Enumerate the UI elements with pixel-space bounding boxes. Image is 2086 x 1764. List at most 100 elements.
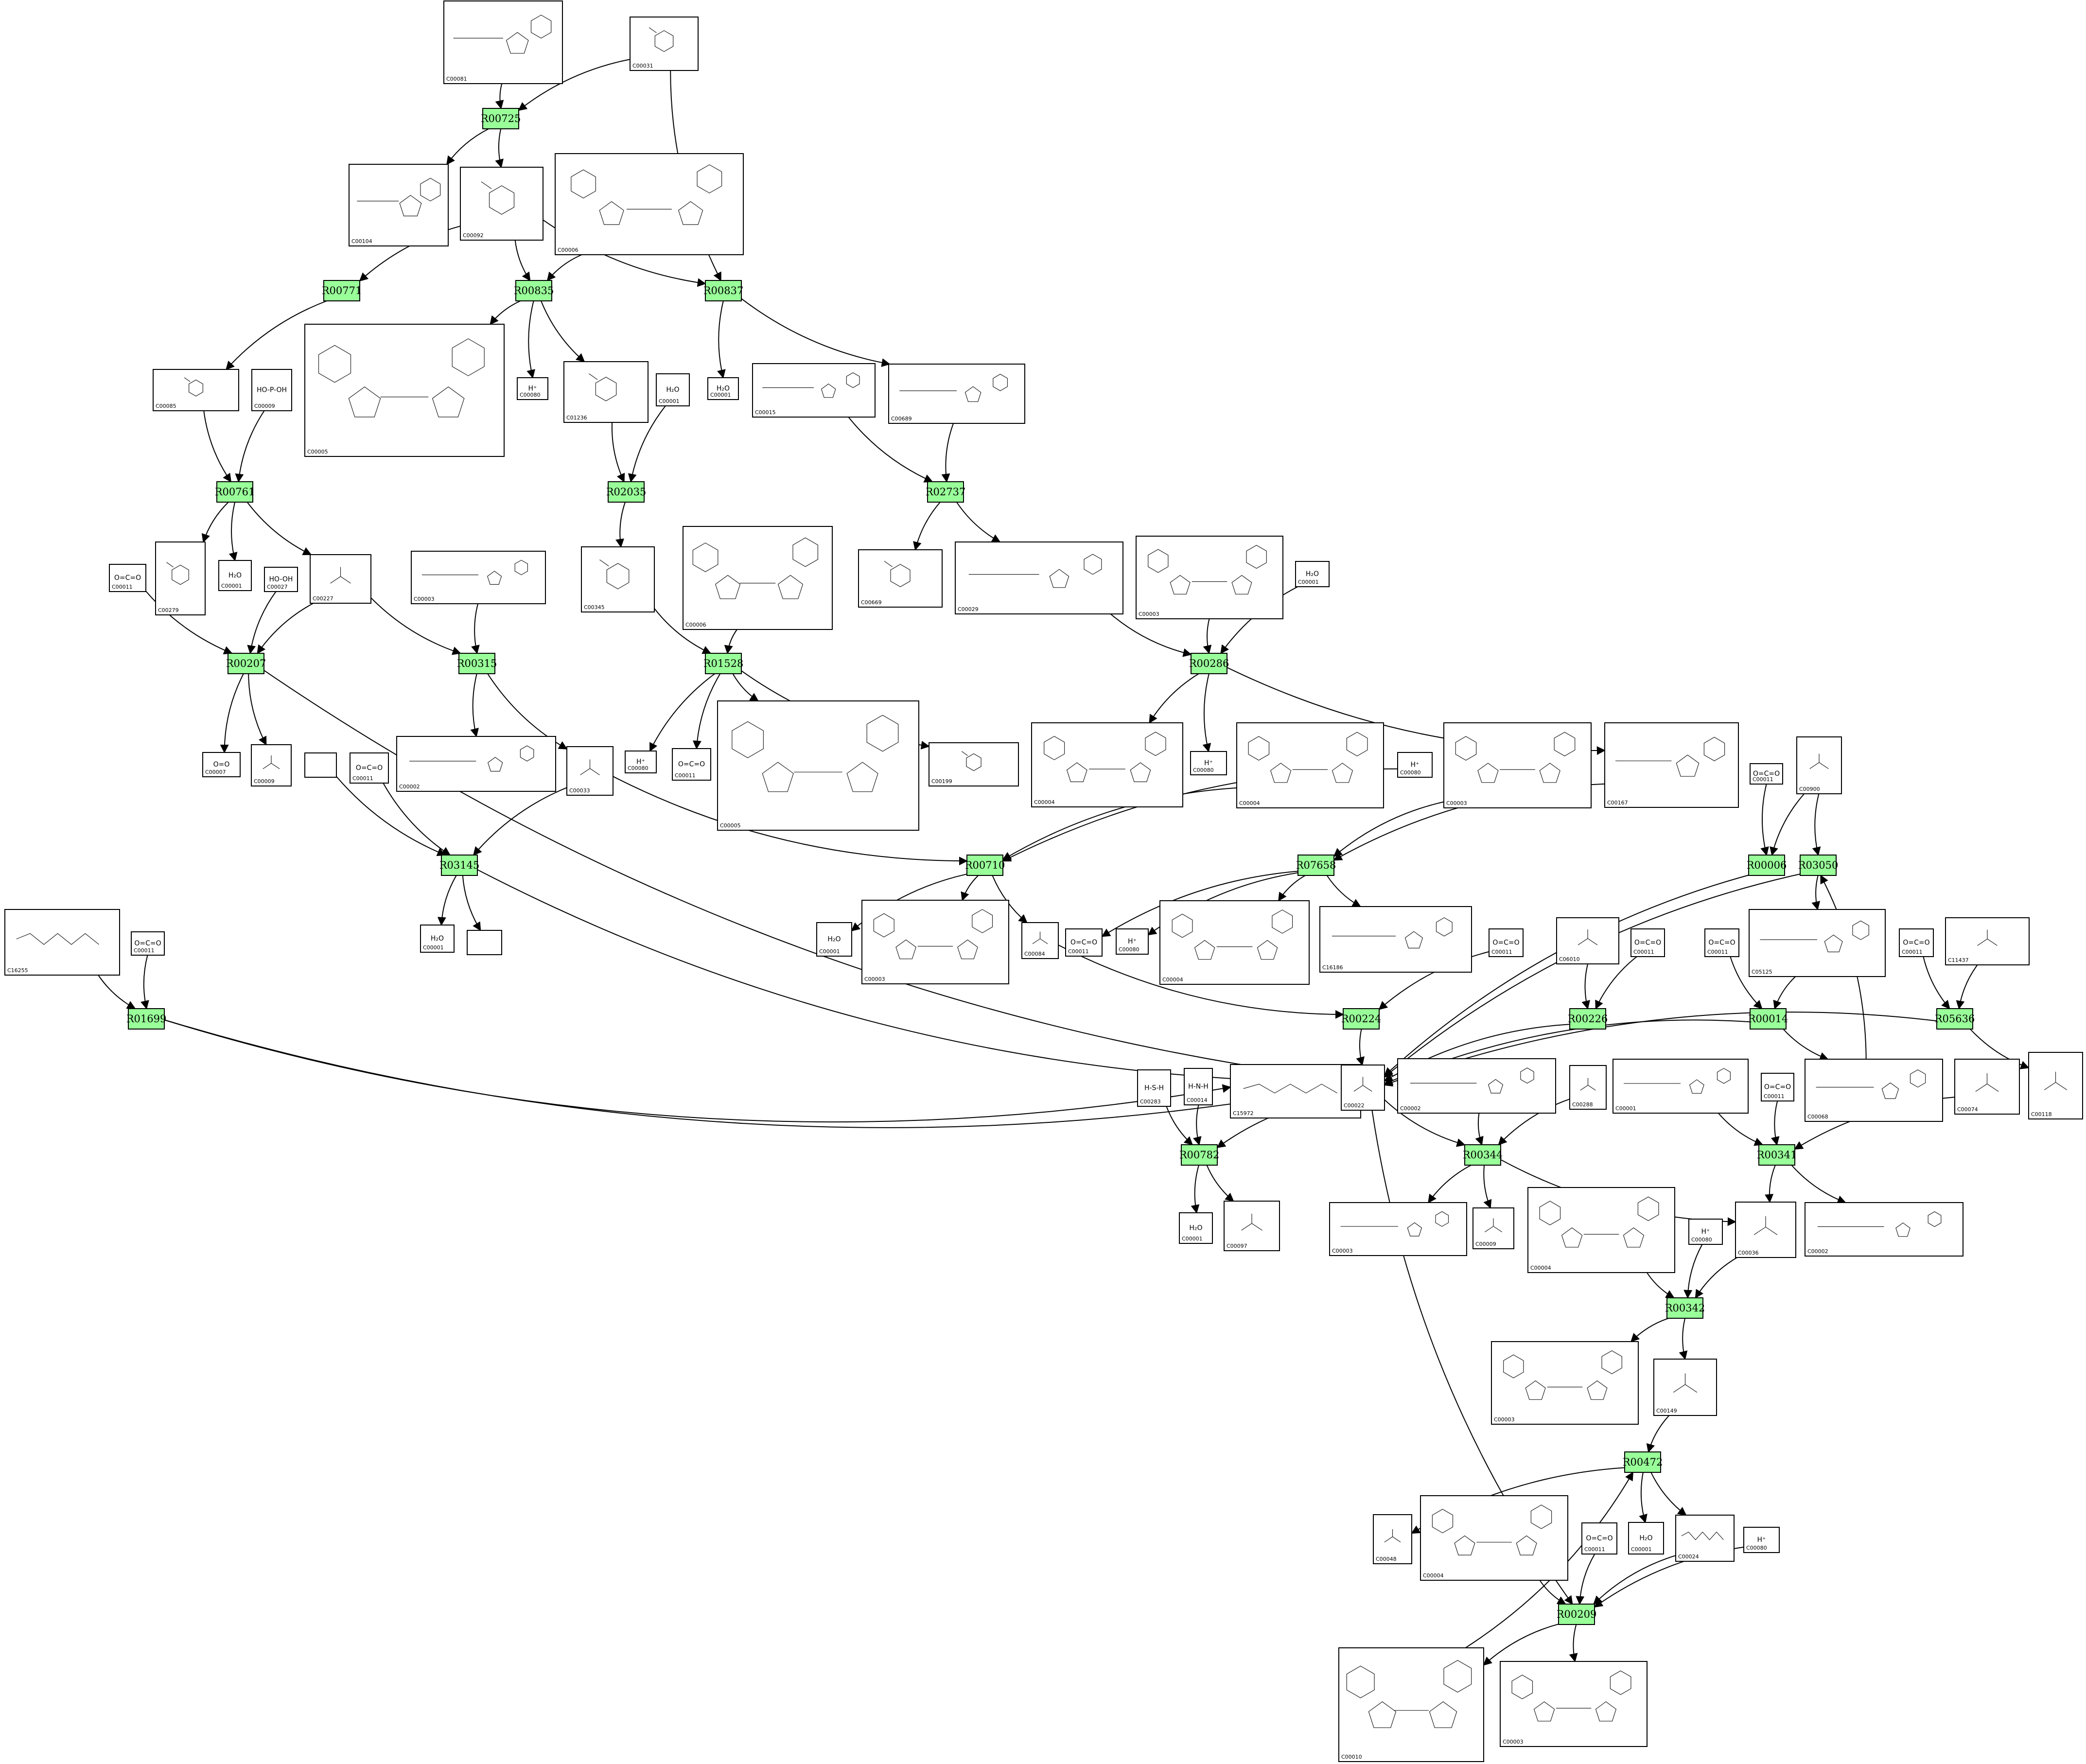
reaction-node-r05636[interactable]: R05636 xyxy=(1935,1008,1975,1030)
reaction-box[interactable] xyxy=(1464,1144,1501,1166)
reaction-node-r07658[interactable]: R07658 xyxy=(1296,855,1336,876)
reaction-node-r00710[interactable]: R00710 xyxy=(965,855,1005,876)
compound-node-c00074[interactable]: C00074 xyxy=(1954,1059,2020,1115)
reaction-node-r00209[interactable]: R00209 xyxy=(1557,1604,1597,1625)
reaction-node-r02737[interactable]: R02737 xyxy=(926,481,966,503)
compound-node-c01236[interactable]: C01236 xyxy=(563,361,649,423)
reaction-box[interactable] xyxy=(1750,1008,1787,1030)
reaction-node-r01699[interactable]: R01699 xyxy=(126,1008,167,1030)
reaction-node-r00224[interactable]: R00224 xyxy=(1341,1008,1382,1030)
reaction-node-r00771[interactable]: R00771 xyxy=(322,280,362,301)
reaction-node-r00014[interactable]: R00014 xyxy=(1748,1008,1788,1030)
reaction-box[interactable] xyxy=(1191,653,1227,674)
reaction-box[interactable] xyxy=(966,855,1003,876)
reaction-node-r00835[interactable]: R00835 xyxy=(514,280,554,301)
compound-node-c00081[interactable]: C00081 xyxy=(443,0,563,84)
compound-node-c00104[interactable]: C00104 xyxy=(349,164,449,246)
compound-node-c00031[interactable]: C00031 xyxy=(630,17,699,71)
compound-node-c00005a[interactable]: C00005 xyxy=(304,324,505,457)
compound-node-c00080b[interactable]: H⁺C00080 xyxy=(625,751,657,773)
reaction-node-r01528[interactable]: R01528 xyxy=(703,653,744,674)
reaction-box[interactable] xyxy=(1343,1008,1380,1030)
compound-node-c00345[interactable]: C00345 xyxy=(581,546,655,612)
compound-node-c00002b[interactable]: C00002 xyxy=(1397,1058,1556,1114)
reaction-node-r00006[interactable]: R00006 xyxy=(1747,855,1787,876)
compound-node-c11437[interactable]: C11437 xyxy=(1945,917,2030,965)
compound-node-c00004c[interactable]: C00004 xyxy=(1159,900,1310,985)
reaction-node-r00226[interactable]: R00226 xyxy=(1568,1008,1608,1030)
compound-node-c16255[interactable]: C16255 xyxy=(4,909,120,976)
compound-node-c00084[interactable]: C00084 xyxy=(1021,922,1059,959)
compound-node-c00003g[interactable]: C00003 xyxy=(1500,1661,1648,1747)
reaction-box[interactable] xyxy=(1558,1604,1595,1625)
compound-node-c00227[interactable]: C00227 xyxy=(310,554,371,604)
reaction-box[interactable] xyxy=(1936,1008,1973,1030)
compound-node-c00003d[interactable]: C00003 xyxy=(861,900,1009,984)
compound-node-c00118[interactable]: C00118 xyxy=(2028,1052,2083,1119)
compound-node-c00669[interactable]: C00669 xyxy=(858,549,943,608)
compound-node-c00080d[interactable]: H⁺C00080 xyxy=(1397,752,1433,778)
compound-node-c00004b[interactable]: C00004 xyxy=(1236,722,1384,808)
compound-node-c16186[interactable]: C16186 xyxy=(1319,906,1472,973)
reaction-box[interactable] xyxy=(705,280,742,301)
compound-node-c00022[interactable]: C00022 xyxy=(1341,1065,1385,1111)
reaction-box[interactable] xyxy=(1181,1144,1218,1166)
compound-node-c00097[interactable]: C00097 xyxy=(1224,1201,1280,1251)
compound-node-empty1[interactable] xyxy=(304,752,337,778)
compound-node-c00048[interactable]: C00048 xyxy=(1373,1514,1412,1564)
reaction-box[interactable] xyxy=(705,653,742,674)
reaction-node-r03145[interactable]: R03145 xyxy=(439,855,480,876)
compound-node-c05125[interactable]: C05125 xyxy=(1749,909,1886,977)
compound-node-c00167[interactable]: C00167 xyxy=(1604,722,1739,808)
compound-node-c00001g[interactable]: C00001 xyxy=(1613,1059,1749,1114)
reaction-node-r00472[interactable]: R00472 xyxy=(1623,1451,1663,1473)
reaction-box[interactable] xyxy=(927,481,964,503)
compound-node-c00003b[interactable]: C00003 xyxy=(1136,536,1283,619)
reaction-node-r00342[interactable]: R00342 xyxy=(1665,1297,1705,1319)
compound-node-c00004d[interactable]: C00004 xyxy=(1527,1187,1675,1273)
reaction-node-r00341[interactable]: R00341 xyxy=(1757,1144,1797,1166)
compound-node-c00005b[interactable]: C00005 xyxy=(717,700,919,831)
compound-node-c00068[interactable]: C00068 xyxy=(1805,1059,1943,1122)
compound-node-c00002c[interactable]: C00002 xyxy=(1805,1202,1963,1257)
compound-node-c00024[interactable]: C00024 xyxy=(1675,1515,1735,1562)
compound-node-c00009c[interactable]: C00009 xyxy=(1472,1207,1514,1249)
compound-node-c00006a[interactable]: C00006 xyxy=(555,153,744,255)
reaction-node-r00315[interactable]: R00315 xyxy=(457,653,497,674)
reaction-node-r00725[interactable]: R00725 xyxy=(481,108,521,129)
reaction-box[interactable] xyxy=(1569,1008,1606,1030)
reaction-box[interactable] xyxy=(323,280,360,301)
reaction-box[interactable] xyxy=(482,108,519,129)
reaction-box[interactable] xyxy=(1624,1451,1661,1473)
reaction-box[interactable] xyxy=(608,481,645,503)
compound-node-c00036[interactable]: C00036 xyxy=(1735,1202,1796,1258)
compound-node-empty2[interactable] xyxy=(467,930,502,955)
reaction-node-r00782[interactable]: R00782 xyxy=(1179,1144,1220,1166)
reaction-node-r00837[interactable]: R00837 xyxy=(703,280,744,301)
compound-node-c00080a[interactable]: H⁺C00080 xyxy=(517,377,548,400)
reaction-box[interactable] xyxy=(128,1008,165,1030)
reaction-node-r02035[interactable]: R02035 xyxy=(606,481,647,503)
reaction-node-r00207[interactable]: R00207 xyxy=(226,653,266,674)
compound-node-c00002a[interactable]: C00002 xyxy=(396,736,556,792)
